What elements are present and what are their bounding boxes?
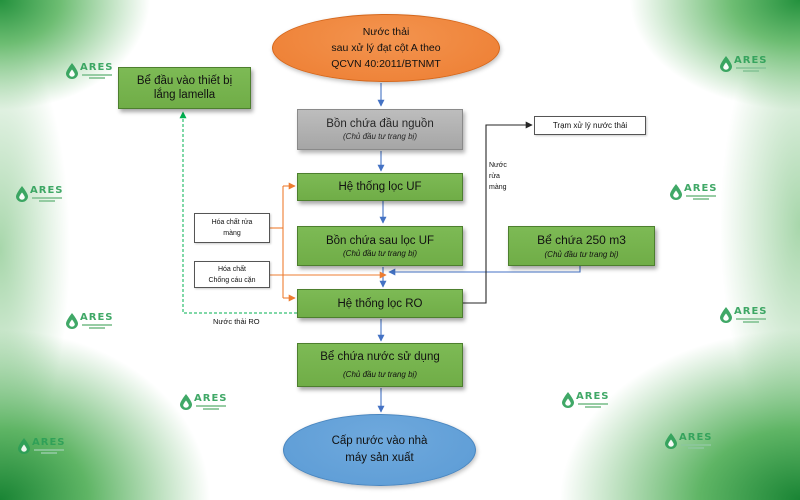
source-tank-note: (Chủ đầu tư trang bị) [343, 132, 417, 141]
source-line-2: sau xử lý đạt cột A theo [331, 42, 441, 54]
ares-logo: ARES [66, 312, 113, 329]
antiscalant-line-2: Chống cáu cặn [208, 276, 256, 284]
supply-line-1: Cấp nước vào nhà [331, 435, 428, 447]
ares-tagline [735, 67, 766, 69]
ares-tagline [685, 195, 716, 197]
ares-logo: ARES [670, 183, 717, 200]
membrane-wash-line-3: màng [489, 184, 507, 191]
uf-system-title: Hệ thống lọc UF [338, 181, 422, 193]
ares-wordmark: ARES [32, 437, 66, 448]
water-drop-icon [66, 312, 78, 329]
water-drop-icon [18, 437, 30, 454]
membrane-chemical-line-2: màng [223, 230, 241, 237]
ares-tagline [81, 74, 112, 76]
ares-tagline [680, 444, 711, 446]
ro-system-box: Hệ thống lọc RO [297, 289, 463, 318]
antiscalant-box: Hóa chất Chống cáu cặn [194, 261, 270, 288]
membrane-chemical-box: Hóa chất rửa màng [194, 213, 270, 243]
water-drop-icon [180, 393, 192, 410]
ares-tagline [687, 447, 704, 449]
tank-250-title: Bể chứa 250 m3 [537, 232, 626, 247]
source-line-3: QCVN 40:2011/BTNMT [331, 58, 441, 70]
tank-250-box: Bể chứa 250 m3 (Chủ đầu tư trang bị) [508, 226, 655, 266]
ares-tagline [735, 318, 766, 320]
arrow-250-tank-to-ro-feed [388, 266, 581, 276]
post-uf-tank-note: (Chủ đầu tư trang bị) [343, 248, 417, 258]
ro-system-title: Hệ thống lọc RO [337, 297, 423, 310]
ares-wordmark: ARES [194, 393, 228, 404]
ares-logo: ARES [18, 437, 65, 454]
source-tank-title: Bồn chứa đầu nguồn [326, 118, 434, 130]
water-drop-icon [665, 432, 677, 449]
source-wastewater-ellipse: Nước thải sau xử lý đạt cột A theo QCVN … [272, 14, 500, 82]
tank-250-note: (Chủ đầu tư trang bị) [544, 249, 619, 259]
antiscalant-line-1: Hóa chất [217, 265, 247, 273]
ares-wordmark: ARES [80, 312, 114, 323]
membrane-chemical-line-1: Hóa chất rửa [211, 219, 253, 226]
water-drop-icon [66, 62, 78, 79]
ares-wordmark: ARES [734, 306, 768, 317]
membrane-wash-line-2: rửa [489, 173, 500, 180]
ares-wordmark: ARES [80, 62, 114, 73]
ro-waste-label: Nước thải RO [213, 317, 260, 326]
water-drop-icon [670, 183, 682, 200]
post-uf-tank-box: Bồn chứa sau lọc UF (Chủ đầu tư trang bị… [297, 226, 463, 266]
ares-tagline [195, 405, 226, 407]
membrane-wash-line-1: Nước [489, 162, 507, 169]
ares-tagline [742, 70, 759, 72]
ares-logo: ARES [16, 185, 63, 202]
ares-wordmark: ARES [30, 185, 64, 196]
ares-tagline [40, 452, 57, 454]
ares-tagline [88, 327, 105, 329]
ares-logo: ARES [180, 393, 227, 410]
ares-tagline [33, 449, 64, 451]
lamella-inlet-tank-box: Bể đầu vào thiết bị lắng lamella [118, 67, 251, 109]
water-drop-icon [16, 185, 28, 202]
ares-tagline [742, 321, 759, 323]
ares-logo: ARES [720, 306, 767, 323]
ares-logo: ARES [665, 432, 712, 449]
wastewater-station-box: Trạm xử lý nước thải [534, 116, 646, 135]
post-uf-tank-title: Bồn chứa sau lọc UF [325, 234, 435, 247]
ares-tagline [584, 406, 601, 408]
wastewater-station-title: Trạm xử lý nước thải [552, 121, 628, 130]
water-drop-icon [562, 391, 574, 408]
ares-wordmark: ARES [684, 183, 718, 194]
ares-tagline [31, 197, 62, 199]
ares-wordmark: ARES [679, 432, 713, 443]
water-drop-icon [720, 306, 732, 323]
source-line-1: Nước thải [362, 26, 410, 38]
membrane-wash-water-label: Nước rửa màng [489, 160, 507, 193]
supply-line-2: máy sản xuất [345, 452, 414, 464]
ares-tagline [692, 198, 709, 200]
arrow-ro-wash-to-wastewater-station [463, 121, 533, 304]
ares-tagline [577, 403, 608, 405]
ares-wordmark: ARES [734, 55, 768, 66]
ares-wordmark: ARES [576, 391, 610, 402]
ares-logo: ARES [720, 55, 767, 72]
use-tank-note: (Chủ đầu tư trang bị) [343, 370, 417, 379]
use-tank-box: Bể chứa nước sử dụng (Chủ đầu tư trang b… [297, 343, 463, 387]
lamella-line-1: Bể đầu vào thiết bị [136, 75, 233, 87]
ares-tagline [202, 408, 219, 410]
ares-tagline [38, 200, 55, 202]
lamella-line-2: lắng lamella [153, 89, 216, 101]
ares-tagline [81, 324, 112, 326]
water-drop-icon [720, 55, 732, 72]
source-tank-box: Bồn chứa đầu nguồn (Chủ đầu tư trang bị) [297, 109, 463, 150]
ares-logo: ARES [562, 391, 609, 408]
ares-logo: ARES [66, 62, 113, 79]
uf-system-box: Hệ thống lọc UF [297, 173, 463, 201]
water-supply-ellipse: Cấp nước vào nhà máy sản xuất [283, 414, 476, 486]
use-tank-title: Bể chứa nước sử dụng [320, 351, 440, 363]
ares-tagline [88, 77, 105, 79]
